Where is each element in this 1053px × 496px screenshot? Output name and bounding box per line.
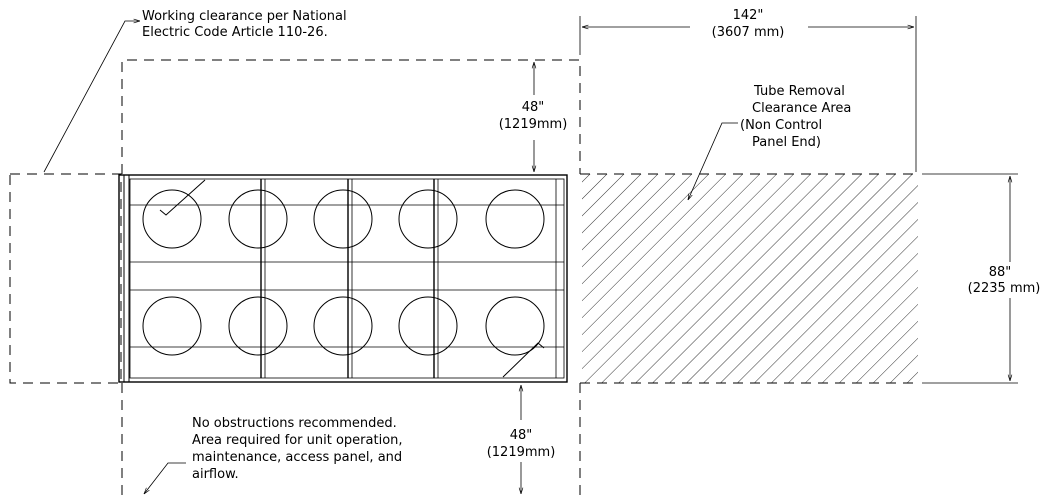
fan [398,189,458,249]
note-working-clearance: Working clearance per National Electric … [43,9,347,173]
unit-inner-frame [129,178,565,379]
note-tube-removal-line-4: Panel End) [752,135,821,150]
fan [142,189,202,249]
dim-top-clearance-imperial: 48" [522,100,545,115]
note-obstructions-line-4: airflow. [192,467,239,482]
dim-bottom-clearance-metric: (1219mm) [487,445,556,460]
note-tube-removal-line-1: Tube Removal [753,84,845,99]
note-tube-removal-line-3: (Non Control [740,118,822,133]
dim-unit-depth-metric: (2235 mm) [968,281,1041,296]
tube-removal-clearance-area [582,174,918,383]
dim-top-clearance: 48" (1219mm) [499,62,568,172]
left-working-clearance-zone [9,173,122,384]
fan [485,296,545,356]
dim-unit-depth: 88" (2235 mm) [922,173,1041,384]
note-obstructions-line-2: Area required for unit operation, [192,433,403,448]
note-tube-removal: Tube Removal Clearance Area (Non Control… [688,84,851,200]
fan [313,296,373,356]
note-tube-removal-line-2: Clearance Area [752,101,851,116]
dim-unit-depth-imperial: 88" [989,265,1012,280]
fan [485,189,545,249]
corner-bracket-top [159,179,206,216]
dim-bottom-clearance: 48" (1219mm) [487,385,556,494]
dim-top-width-imperial: 142" [733,8,764,23]
note-working-clearance-line-2: Electric Code Article 110-26. [142,25,328,40]
dim-bottom-clearance-imperial: 48" [510,428,533,443]
fan [398,296,458,356]
fan [313,189,373,249]
dim-top-clearance-metric: (1219mm) [499,117,568,132]
fan-grid [142,179,545,378]
fan [142,296,202,356]
note-working-clearance-line-1: Working clearance per National [142,9,347,24]
fan [228,189,288,249]
note-obstructions-line-3: maintenance, access panel, and [192,450,402,465]
note-obstructions: No obstructions recommended. Area requir… [144,416,403,494]
top-clearance-zone [121,59,581,174]
dim-top-width-metric: (3607 mm) [712,25,785,40]
dim-top-width: 142" (3607 mm) [579,8,917,172]
unit-outline [118,174,568,383]
corner-bracket-bottom [502,342,545,378]
note-obstructions-line-1: No obstructions recommended. [192,416,397,431]
fan [228,296,288,356]
chiller-unit [118,174,568,383]
